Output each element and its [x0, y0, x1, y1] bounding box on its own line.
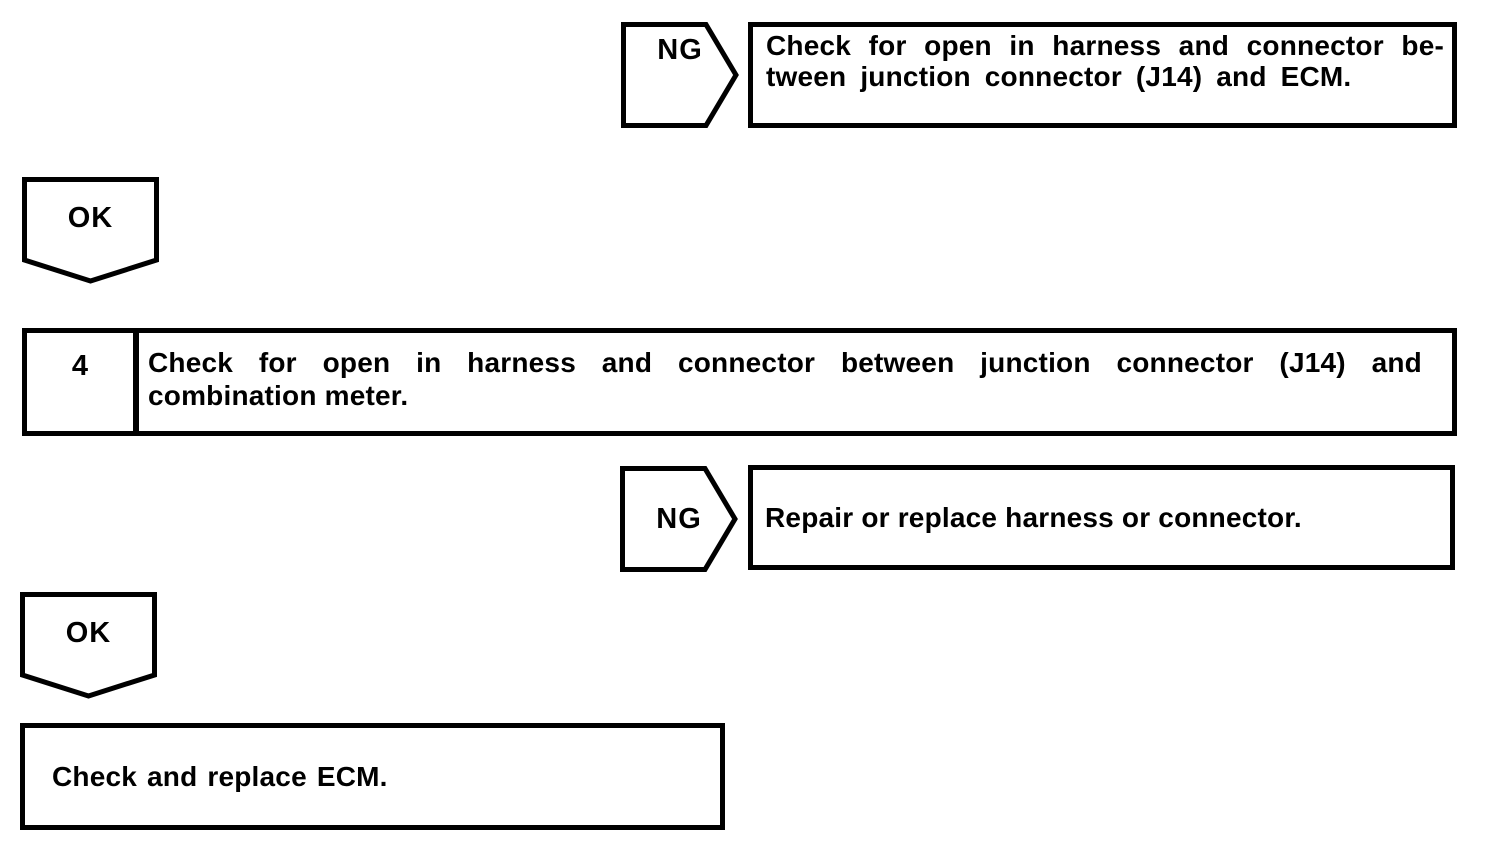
ng-connector-bottom: NG	[620, 466, 738, 572]
ng-bottom-action-box: Repair or replace harness or connector.	[748, 465, 1455, 570]
ng-label: NG	[656, 502, 702, 535]
instruction-line: Check for open in harness and connector …	[148, 347, 1422, 378]
action-text: Repair or replace harness or connector.	[765, 502, 1302, 533]
final-action-box: Check and replace ECM.	[20, 723, 725, 830]
action-line: Check for open in harness and connector …	[766, 30, 1444, 61]
ok-label: OK	[67, 202, 114, 234]
ok-label: OK	[65, 617, 112, 649]
ng-arrow-icon	[621, 22, 739, 128]
ok-connector-bottom: OK	[20, 592, 157, 699]
step-number-cell: 4	[27, 333, 139, 431]
ok-arrow-icon	[20, 592, 157, 699]
ng-label: NG	[657, 34, 703, 66]
ok-connector-top: OK	[22, 177, 159, 284]
ok-arrow-icon	[22, 177, 159, 284]
ng-connector-top: NG	[621, 22, 739, 128]
step-4-box: 4 Check for open in harness and connecto…	[22, 328, 1457, 436]
final-action-text: Check and replace ECM.	[52, 761, 388, 792]
ng-top-action-box: Check for open in harness and connector …	[748, 22, 1457, 128]
action-line: tween junction connector (J14) and ECM.	[766, 61, 1352, 92]
step-instruction: Check for open in harness and connector …	[139, 333, 1452, 431]
ng-arrow-icon	[620, 466, 738, 572]
step-number: 4	[71, 350, 89, 382]
instruction-line: combination meter.	[148, 380, 409, 411]
